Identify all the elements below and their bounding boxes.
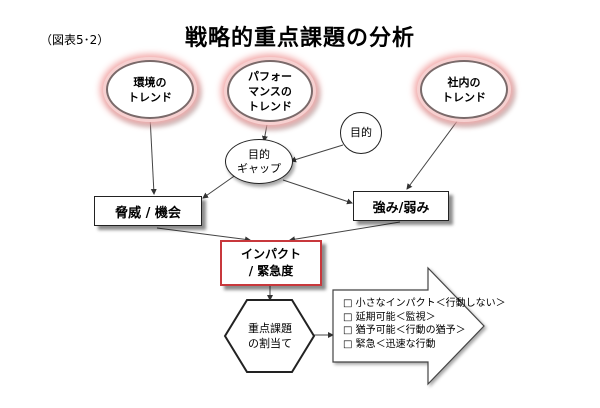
priority-allocation-line2: の割当て: [248, 337, 292, 350]
environment-trend-line2: トレンド: [128, 90, 172, 104]
strengths-weaknesses-box: 強み/弱み: [353, 191, 449, 221]
page-title: 戦略的重点課題の分析: [184, 26, 415, 51]
arrow-goal-to-gap: [290, 144, 344, 163]
priority-allocation-node: 重点課題 の割当て: [233, 316, 307, 356]
action-item-postponable: □ 延期可能＜監視＞: [343, 311, 436, 323]
arrow-threats-to-impact: [156, 227, 251, 243]
internal-trend-node: 社内の トレンド: [420, 60, 508, 119]
goal-gap-node: 目的 ギャップ: [225, 139, 293, 184]
impact-urgency-box: インパクト / 緊急度: [220, 240, 322, 286]
goal-gap-line2: ギャップ: [237, 161, 281, 175]
action-item-small-impact: □ 小さなインパクト＜行動しない＞: [343, 298, 506, 309]
threats-opportunities-label: 脅威 / 機会: [115, 205, 181, 221]
threats-opportunities-box: 脅威 / 機会: [94, 196, 202, 226]
performance-trend-node: パフォー マンスの トレンド: [227, 60, 313, 122]
internal-trend-line1: 社内の: [447, 75, 481, 89]
action-arrow-shape: [332, 266, 485, 386]
action-item-deferrable: □ 猶予可能＜行動の猶予＞: [343, 325, 466, 336]
goal-gap-line1: 目的: [248, 147, 270, 161]
priority-allocation-line1: 重点課題: [248, 322, 292, 335]
environment-trend-node: 環境の トレンド: [106, 60, 194, 119]
figure-label: （図表5･2）: [40, 33, 110, 47]
performance-trend-line2: マンスの: [248, 84, 292, 98]
internal-trend-line2: トレンド: [442, 90, 486, 104]
environment-trend-line1: 環境の: [133, 75, 167, 89]
arrow-performance-to-gap: [261, 118, 269, 142]
performance-trend-line1: パフォー: [248, 69, 292, 83]
arrow-internal-to-strengths: [406, 115, 462, 190]
impact-urgency-line1: インパクト: [240, 247, 301, 261]
goal-node: 目的: [340, 112, 382, 154]
goal-label: 目的: [350, 126, 372, 139]
strengths-weaknesses-label: 強み/弱み: [372, 200, 430, 216]
performance-trend-line3: トレンド: [248, 99, 292, 113]
action-item-urgent: □ 緊急＜迅速な行動: [343, 338, 436, 350]
impact-urgency-line2: / 緊急度: [248, 264, 294, 278]
priority-hexagon-shape: [223, 299, 316, 373]
arrow-strengths-to-impact: [289, 221, 401, 243]
arrow-environment-to-threats: [149, 115, 157, 195]
arrow-gap-to-strengths: [282, 179, 353, 205]
action-list: □ 小さなインパクト＜行動しない＞ □ 延期可能＜監視＞ □ 猶予可能＜行動の猶…: [343, 297, 506, 351]
